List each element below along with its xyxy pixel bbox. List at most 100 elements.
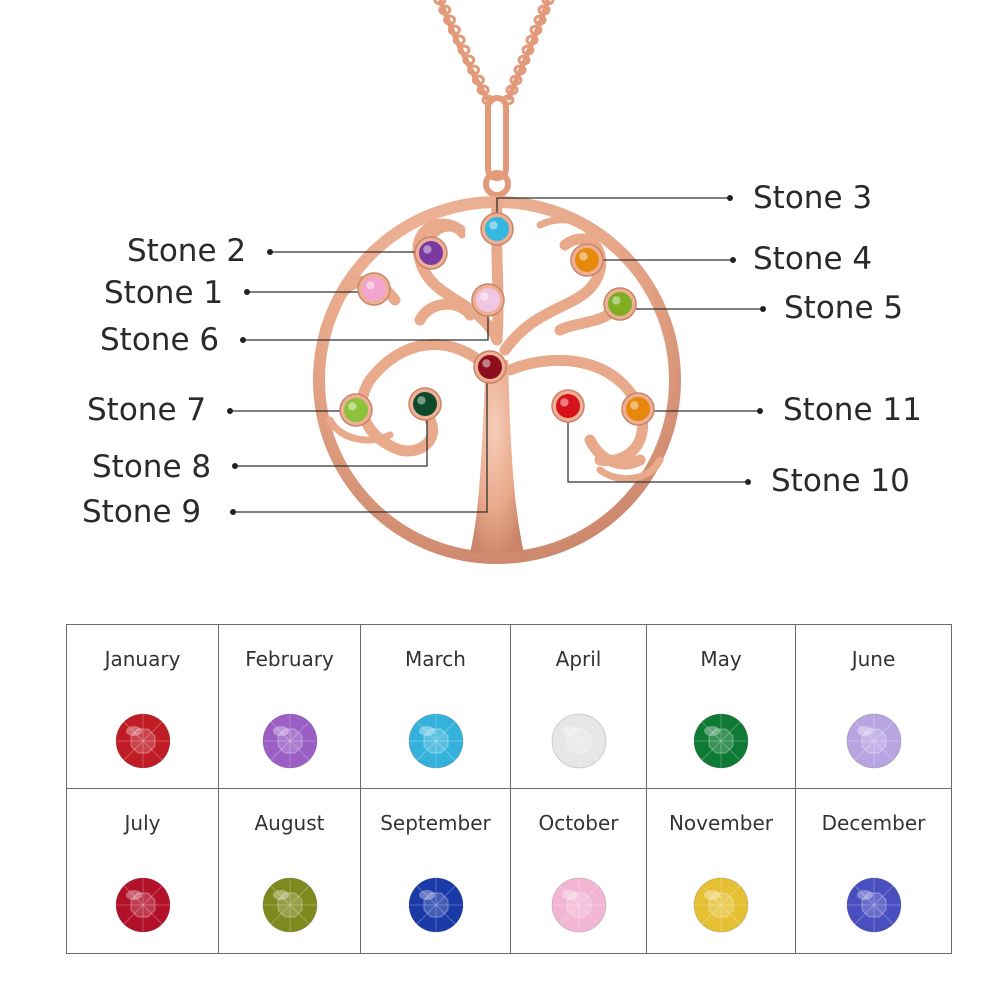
leader-dot bbox=[240, 337, 246, 343]
month-name: May bbox=[700, 647, 742, 671]
birthstone-gem-icon bbox=[693, 713, 749, 769]
pendant-stone-1 bbox=[357, 272, 391, 306]
month-cell-january: January bbox=[67, 625, 219, 789]
month-name: February bbox=[245, 647, 334, 671]
pendant-stone-11 bbox=[621, 392, 655, 426]
chain-link bbox=[471, 74, 485, 86]
month-name: January bbox=[104, 647, 181, 671]
chain-link bbox=[505, 84, 519, 96]
month-name: March bbox=[405, 647, 466, 671]
leader-dot bbox=[267, 249, 273, 255]
leader-dot bbox=[227, 408, 233, 414]
month-cell-june: June bbox=[796, 625, 951, 789]
birthstone-gem-icon bbox=[846, 713, 901, 769]
birthstone-gem-icon bbox=[846, 877, 901, 933]
month-cell-may: May bbox=[647, 625, 796, 789]
leader-dot bbox=[727, 195, 733, 201]
chain-link bbox=[509, 74, 523, 86]
pendant-stone-10 bbox=[551, 389, 585, 423]
chain-link bbox=[467, 64, 481, 76]
chain-link bbox=[541, 0, 555, 6]
chain-link bbox=[457, 44, 471, 56]
pendant-stone-2 bbox=[414, 236, 448, 270]
stone-label-11: Stone 11 bbox=[783, 392, 922, 428]
leader-line bbox=[243, 314, 489, 341]
month-name: November bbox=[668, 811, 774, 835]
month-cell-december: December bbox=[796, 789, 951, 953]
month-name: June bbox=[851, 647, 896, 671]
pendant-stone-4 bbox=[570, 243, 604, 277]
leader-lines bbox=[227, 195, 766, 515]
leader-line bbox=[233, 382, 488, 513]
month-cell-november: November bbox=[647, 789, 796, 953]
stone-label-1: Stone 1 bbox=[104, 275, 224, 311]
stone-label-8: Stone 8 bbox=[92, 449, 212, 485]
birthstone-gem-icon bbox=[551, 713, 606, 769]
pendant-stone-3 bbox=[480, 212, 514, 246]
leader-line bbox=[567, 420, 748, 483]
month-cell-february: February bbox=[219, 625, 361, 789]
chain-link bbox=[521, 44, 535, 56]
pendant-stone-8 bbox=[408, 387, 442, 421]
leader-dot bbox=[757, 408, 763, 414]
month-cell-march: March bbox=[361, 625, 511, 789]
leader-dot bbox=[230, 509, 236, 515]
month-cell-october: October bbox=[511, 789, 647, 953]
birthstone-gem-icon bbox=[262, 877, 317, 933]
stone-label-10: Stone 10 bbox=[771, 463, 910, 499]
leader-line bbox=[496, 197, 730, 215]
chain-link bbox=[433, 0, 447, 6]
pendant-stone-7 bbox=[339, 393, 373, 427]
stone-label-6: Stone 6 bbox=[100, 322, 220, 358]
chain-link bbox=[525, 34, 539, 46]
chain-link bbox=[529, 24, 543, 36]
leader-line bbox=[235, 420, 428, 467]
pendant-stones bbox=[339, 212, 655, 427]
chain-link bbox=[513, 64, 527, 76]
month-name: July bbox=[124, 811, 161, 835]
pendant-stone-6 bbox=[471, 283, 505, 317]
month-name: December bbox=[821, 811, 926, 835]
chain-links bbox=[433, 0, 555, 106]
tree-trunk bbox=[470, 360, 524, 553]
chain-link bbox=[443, 14, 457, 26]
leader-dot bbox=[760, 306, 766, 312]
month-name: April bbox=[555, 647, 602, 671]
month-cell-september: September bbox=[361, 789, 511, 953]
chain-link bbox=[438, 4, 452, 16]
chain-link bbox=[537, 4, 551, 16]
bail bbox=[485, 95, 509, 181]
stone-label-7: Stone 7 bbox=[87, 392, 207, 428]
chain-link bbox=[476, 84, 490, 96]
pendant-stone-9 bbox=[473, 350, 507, 384]
leader-dot bbox=[730, 257, 736, 263]
month-name: October bbox=[538, 811, 619, 835]
leader-dot bbox=[244, 289, 250, 295]
stone-label-4: Stone 4 bbox=[753, 241, 873, 277]
pendant-drawing bbox=[227, 0, 766, 564]
month-name: September bbox=[380, 811, 491, 835]
stone-label-2: Stone 2 bbox=[127, 233, 247, 269]
birthstone-gem-icon bbox=[408, 713, 463, 769]
chain-link bbox=[462, 54, 476, 66]
birthstone-gem-icon bbox=[115, 713, 170, 769]
leader-dot bbox=[232, 463, 238, 469]
month-name: August bbox=[254, 811, 325, 835]
stone-label-9: Stone 9 bbox=[82, 494, 202, 530]
chain-link bbox=[447, 24, 461, 36]
chain-link bbox=[452, 34, 466, 46]
pendant-stone-5 bbox=[603, 287, 637, 321]
birthstone-gem-icon bbox=[693, 877, 749, 933]
chain-link bbox=[533, 14, 547, 26]
jump-ring bbox=[483, 170, 511, 198]
birthstone-gem-icon bbox=[262, 713, 317, 769]
birthstone-gem-icon bbox=[408, 877, 463, 933]
month-cell-july: July bbox=[67, 789, 219, 953]
month-cell-august: August bbox=[219, 789, 361, 953]
chain-link bbox=[517, 54, 531, 66]
birthstone-gem-icon bbox=[551, 877, 606, 933]
stone-label-5: Stone 5 bbox=[784, 290, 904, 326]
birthstone-gem-icon bbox=[115, 877, 170, 933]
